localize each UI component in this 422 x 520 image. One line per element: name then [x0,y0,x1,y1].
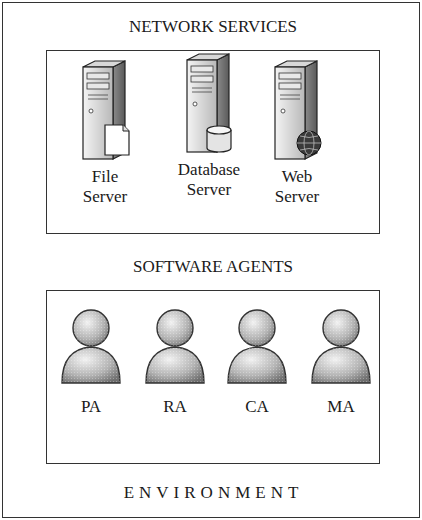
agent-node: PA [51,305,131,417]
agent-icon [142,305,208,385]
server-label: Web Server [265,167,329,206]
group-box: NETWORK SERVICESFile ServerDatabase Serv… [46,50,380,234]
agent-icon [58,305,124,385]
server-label: Database Server [167,160,251,199]
server-icon [265,59,329,163]
group-box: SOFTWARE AGENTSPARACAMA [46,290,380,464]
group-heading: NETWORK SERVICES [47,17,379,37]
server-node: Database Server [159,52,259,199]
server-label: File Server [73,167,137,206]
agent-icon [224,305,290,385]
server-icon [73,59,137,163]
server-icon [177,52,241,156]
environment-label: ENVIRONMENT [3,483,419,503]
agent-label: PA [51,397,131,417]
agent-node: MA [301,305,381,417]
agent-node: RA [135,305,215,417]
agent-node: CA [217,305,297,417]
server-node: File Server [61,59,149,206]
server-node: Web Server [253,59,341,206]
agent-icon [308,305,374,385]
agent-label: RA [135,397,215,417]
agent-label: MA [301,397,381,417]
agent-label: CA [217,397,297,417]
group-heading: SOFTWARE AGENTS [47,257,379,277]
